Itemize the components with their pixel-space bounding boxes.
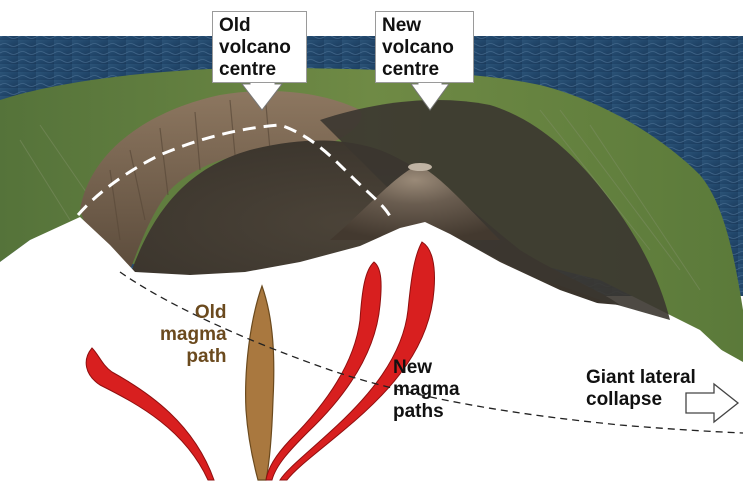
young-cone [330,165,500,240]
new-magma-label-line-2: magma [393,379,460,400]
new-magma-path-2 [265,261,382,481]
new-magma-path-1 [85,347,215,481]
old-magma-label-line-3: path [186,346,227,367]
collapse-label-line-1: Giant lateral [586,367,696,388]
old-centre-line-1: Old [219,15,251,36]
lava-field-east [320,100,670,320]
new-magma-path-3 [279,241,435,481]
caldera-boundary [76,123,394,221]
collapse-slip-surface [119,271,743,434]
summit-crater [408,163,432,171]
collapse-label: Giant lateral collapse [586,367,696,411]
old-magma-path [245,284,275,481]
new-centre-line-1: New [382,15,422,36]
new-centre-line-3: centre [382,59,440,80]
new-magma-label-line-1: New [393,357,433,378]
old-centre-line-3: centre [219,59,277,80]
old-centre-line-2: volcano [219,37,291,58]
caldera-wall [80,90,362,270]
collapse-label-line-2: collapse [586,389,663,410]
cross-section [0,217,743,495]
new-centre-callout: New volcano centre [375,11,474,83]
new-centre-line-2: volcano [382,37,454,58]
collapse-arrow-icon [685,382,740,424]
new-magma-label-line-3: paths [393,401,444,422]
old-centre-callout: Old volcano centre [212,11,307,83]
new-magma-paths-label: New magma paths [393,357,460,423]
old-magma-label-line-2: magma [160,324,227,345]
old-magma-label-line-1: Old [194,302,227,323]
old-magma-path-label: Old magma path [160,302,227,368]
